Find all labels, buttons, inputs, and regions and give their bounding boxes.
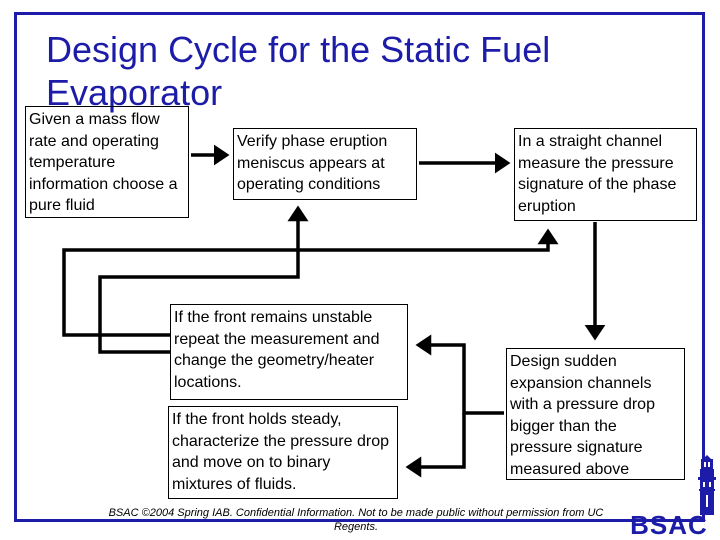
slide-border [14, 12, 705, 522]
bsac-logo-text: BSAC [630, 510, 708, 540]
arrow-unstable-to-verify [98, 205, 309, 354]
step-verify-meniscus: Verify phase eruption meniscus appears a… [233, 128, 417, 200]
step-choose-fluid: Given a mass flow rate and operating tem… [25, 106, 189, 218]
bsac-logo: BSAC [620, 455, 718, 540]
step-measure-pressure-signature: In a straight channel measure the pressu… [514, 128, 697, 221]
arrow-expansion-to-steady [405, 413, 466, 478]
step-steady-front: If the front holds steady, characterize … [168, 406, 398, 499]
footer-confidentiality-notice: BSAC ©2004 Spring IAB. Confidential Info… [108, 507, 604, 533]
arrow-expansion-to-unstable [415, 334, 504, 415]
step-unstable-front: If the front remains unstable repeat the… [170, 304, 408, 400]
arrow-unstable-to-channel [62, 228, 559, 337]
step-sudden-expansion: Design sudden expansion channels with a … [506, 348, 685, 480]
campanile-tower-icon [698, 455, 716, 515]
